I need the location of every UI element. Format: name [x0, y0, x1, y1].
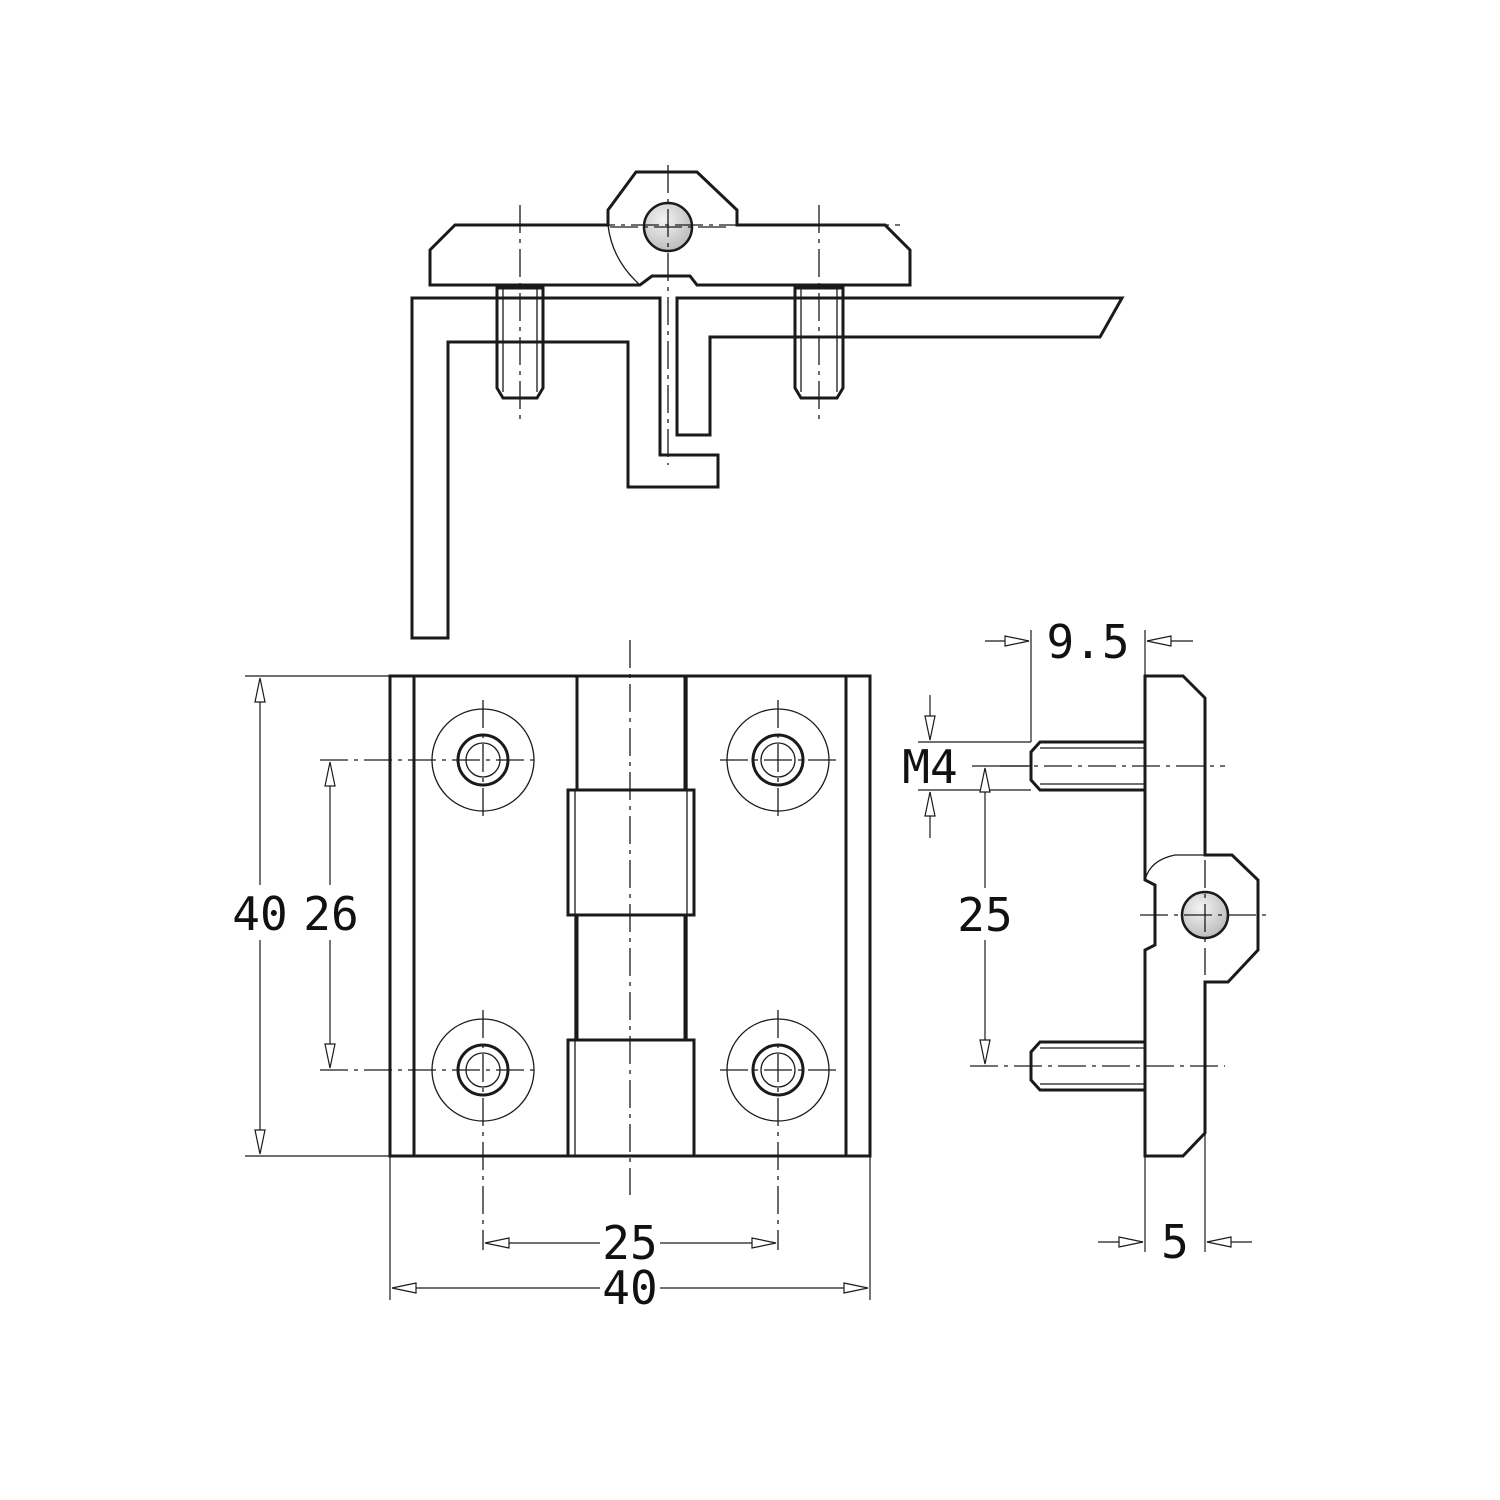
top-hinge-leaf-outline: [428, 170, 912, 287]
top-right-stud: [793, 205, 845, 420]
dim-side-thread-m4: M4: [902, 695, 1031, 838]
dim-side-thread-m4-label: M4: [902, 740, 957, 794]
side-hinge-profile: [1143, 674, 1260, 1158]
dim-front-width-40-label: 40: [602, 1261, 657, 1315]
front-hole-top-left: [320, 700, 540, 820]
dim-front-horizontal-25-label: 25: [602, 1216, 657, 1270]
top-knuckle-curve: [607, 224, 641, 286]
dim-front-hole-spacing-26-label: 26: [303, 887, 358, 941]
dim-front-height-40-label: 40: [232, 887, 287, 941]
dim-side-stud-spacing-25-label: 25: [957, 888, 1012, 942]
front-hole-bottom-right: [720, 1010, 838, 1250]
dim-side-stud-spacing-25: 25: [957, 765, 1030, 1065]
dim-side-stud-length-9-5-label: 9.5: [1046, 615, 1129, 669]
dim-front-height-40: 40: [232, 675, 390, 1157]
left-frame-profile: [410, 296, 720, 640]
top-installation-view: [410, 165, 1125, 640]
dim-side-thickness-5-label: 5: [1161, 1215, 1189, 1269]
side-upper-stud: [1000, 740, 1225, 792]
front-hole-top-right: [720, 700, 838, 820]
front-hole-bottom-left: [320, 1010, 540, 1250]
dim-side-stud-length-9-5: 9.5: [985, 615, 1193, 742]
dim-front-hole-spacing-26: 26: [303, 761, 359, 1069]
right-door-profile: [675, 296, 1125, 437]
front-view: 40 26 25 40: [232, 640, 872, 1315]
top-left-stud: [495, 205, 545, 420]
side-knuckle-curve: [1144, 854, 1205, 881]
side-lower-stud: [970, 1040, 1225, 1092]
dim-side-thickness-5: 5: [1098, 1133, 1252, 1269]
side-view: 9.5 M4 25 5: [902, 615, 1268, 1269]
front-knuckle-segments: [566, 676, 696, 1156]
dim-front-horizontal-25: 25: [484, 1216, 777, 1270]
dim-front-width-40: 40: [389, 1156, 871, 1315]
